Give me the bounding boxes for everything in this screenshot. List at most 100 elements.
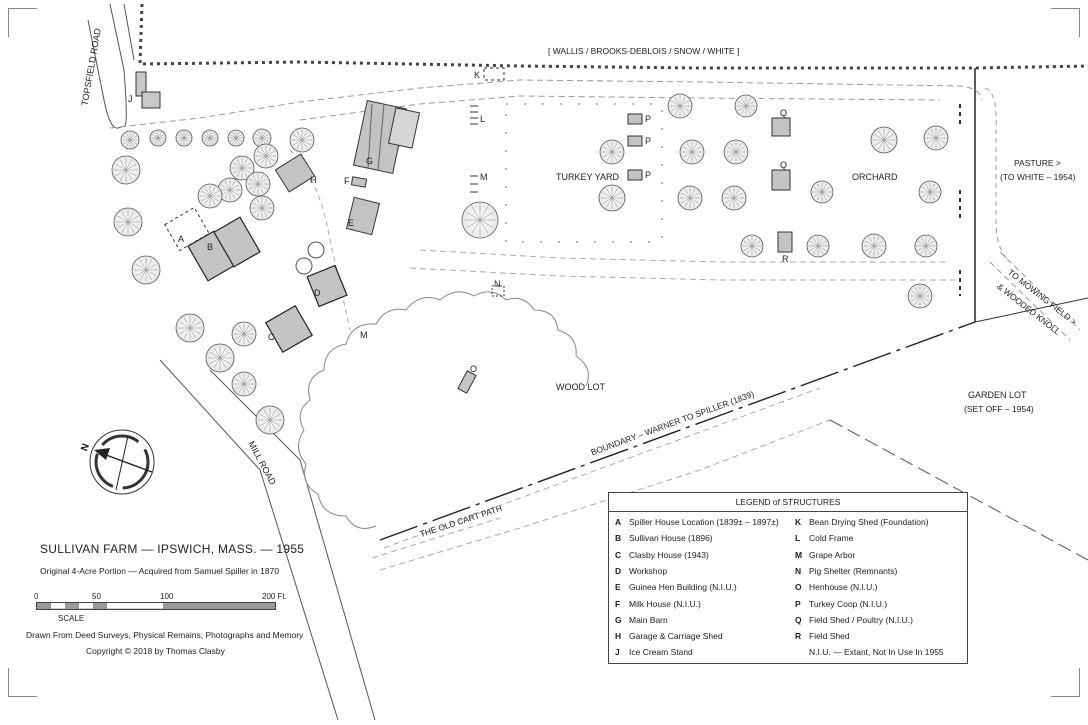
tree-icon bbox=[461, 201, 499, 239]
legend-key: P bbox=[795, 598, 801, 609]
building-M-turkey bbox=[470, 175, 478, 193]
compass-rose bbox=[89, 429, 155, 495]
marker-C: C bbox=[268, 332, 275, 342]
marker-D: D bbox=[314, 288, 321, 298]
tree-icon bbox=[205, 343, 235, 373]
legend-text: Spiller House Location (1839± – 1897±) bbox=[629, 517, 779, 527]
marker-L: L bbox=[480, 114, 486, 124]
tree-icon bbox=[677, 185, 703, 211]
garden-lot-line bbox=[829, 419, 1088, 561]
legend-item-left-6: G Main Barn bbox=[615, 615, 668, 625]
marker-F: F bbox=[344, 176, 350, 186]
legend-text: Clasby House (1943) bbox=[629, 549, 709, 560]
corner-mark-top-left bbox=[8, 8, 37, 37]
garden-lot-note: (SET OFF – 1954) bbox=[964, 404, 1034, 414]
legend-key: H bbox=[615, 631, 622, 642]
legend-key: O bbox=[795, 582, 802, 593]
building-J bbox=[135, 71, 161, 109]
legend-text: Grape Arbor bbox=[809, 549, 856, 560]
credit-line-1: Drawn From Deed Surveys, Physical Remain… bbox=[26, 630, 304, 640]
old-cart-path-2 bbox=[371, 517, 501, 559]
legend-item-right-5: P Turkey Coop (N.I.U.) bbox=[795, 599, 887, 609]
boundary-line-inner bbox=[383, 387, 821, 549]
legend-text: Milk House (N.I.U.) bbox=[629, 598, 701, 609]
wood-lot-label: WOOD LOT bbox=[556, 382, 605, 392]
credit-line-2: Copyright © 2018 by Thomas Clasby bbox=[86, 646, 225, 656]
marker-O: O bbox=[470, 364, 478, 374]
silos bbox=[295, 241, 325, 275]
legend-key: C bbox=[615, 549, 622, 560]
scale-tick-50: 50 bbox=[92, 592, 101, 601]
tree-icon bbox=[253, 143, 279, 169]
legend-text: Pig Shelter (Remnants) bbox=[809, 565, 898, 576]
building-L bbox=[470, 105, 478, 125]
building-H bbox=[274, 153, 316, 193]
legend-item-left-2: C Clasby House (1943) bbox=[615, 550, 709, 560]
legend-text: Turkey Coop (N.I.U.) bbox=[809, 598, 888, 609]
tree-icon bbox=[870, 126, 898, 154]
building-E bbox=[345, 196, 381, 236]
east-fence-line bbox=[974, 297, 1088, 323]
scale-tick-0: 0 bbox=[34, 592, 39, 601]
building-O bbox=[457, 370, 477, 394]
tree-icon bbox=[598, 184, 626, 212]
building-N bbox=[491, 285, 505, 297]
scale-tick-100: 100 bbox=[160, 592, 174, 601]
legend-key: G bbox=[615, 614, 622, 625]
lane-turkey-yard-2 bbox=[419, 249, 950, 263]
tree-icon bbox=[810, 180, 834, 204]
legend-key: M bbox=[795, 549, 803, 560]
marker-H: H bbox=[310, 175, 317, 185]
building-K bbox=[483, 67, 505, 81]
tree-icon bbox=[914, 234, 938, 258]
tree-icon bbox=[231, 371, 257, 397]
building-B bbox=[187, 216, 261, 282]
legend-text: Guinea Hen Building (N.I.U.) bbox=[629, 582, 737, 593]
marker-M-arbor: M bbox=[360, 330, 368, 340]
tree-icon bbox=[861, 233, 887, 259]
tree-icon bbox=[667, 93, 693, 119]
building-C bbox=[264, 304, 314, 354]
tree-icon bbox=[918, 180, 942, 204]
pasture-note: (TO WHITE – 1954) bbox=[1000, 172, 1076, 182]
tree-icon bbox=[217, 177, 243, 203]
tree-icon bbox=[120, 130, 140, 150]
legend-text: Sullivan House (1896) bbox=[629, 533, 713, 544]
marker-R: R bbox=[782, 254, 789, 264]
legend-text: Field Shed / Poultry (N.I.U.) bbox=[809, 614, 913, 625]
building-Q1 bbox=[771, 117, 791, 137]
legend-text: Main Barn bbox=[629, 614, 668, 625]
orchard-label: ORCHARD bbox=[852, 172, 898, 182]
turkey-yard-label: TURKEY YARD bbox=[556, 172, 620, 182]
pasture-label: PASTURE > bbox=[1014, 158, 1061, 168]
building-G bbox=[352, 99, 421, 175]
legend-key: L bbox=[795, 533, 801, 544]
tree-icon bbox=[197, 183, 223, 209]
marker-K: K bbox=[474, 70, 481, 80]
boundary-line bbox=[379, 321, 976, 541]
legend-item-right-3: N Pig Shelter (Remnants) bbox=[795, 566, 897, 576]
legend-item-right-2: M Grape Arbor bbox=[795, 550, 855, 560]
garden-lot-label: GARDEN LOT bbox=[968, 390, 1027, 400]
scale-bar bbox=[36, 602, 276, 610]
legend-text: Workshop bbox=[629, 565, 668, 576]
building-P3 bbox=[627, 169, 643, 181]
tree-icon bbox=[149, 129, 167, 147]
marker-P3: P bbox=[645, 170, 652, 180]
marker-G: G bbox=[366, 156, 374, 166]
legend-key: N bbox=[795, 565, 802, 576]
building-P1 bbox=[627, 113, 643, 125]
tree-icon bbox=[907, 283, 933, 309]
legend-item-right-8: N.I.U. — Extant, Not In Use In 1955 bbox=[795, 647, 944, 657]
tree-icon bbox=[175, 313, 205, 343]
